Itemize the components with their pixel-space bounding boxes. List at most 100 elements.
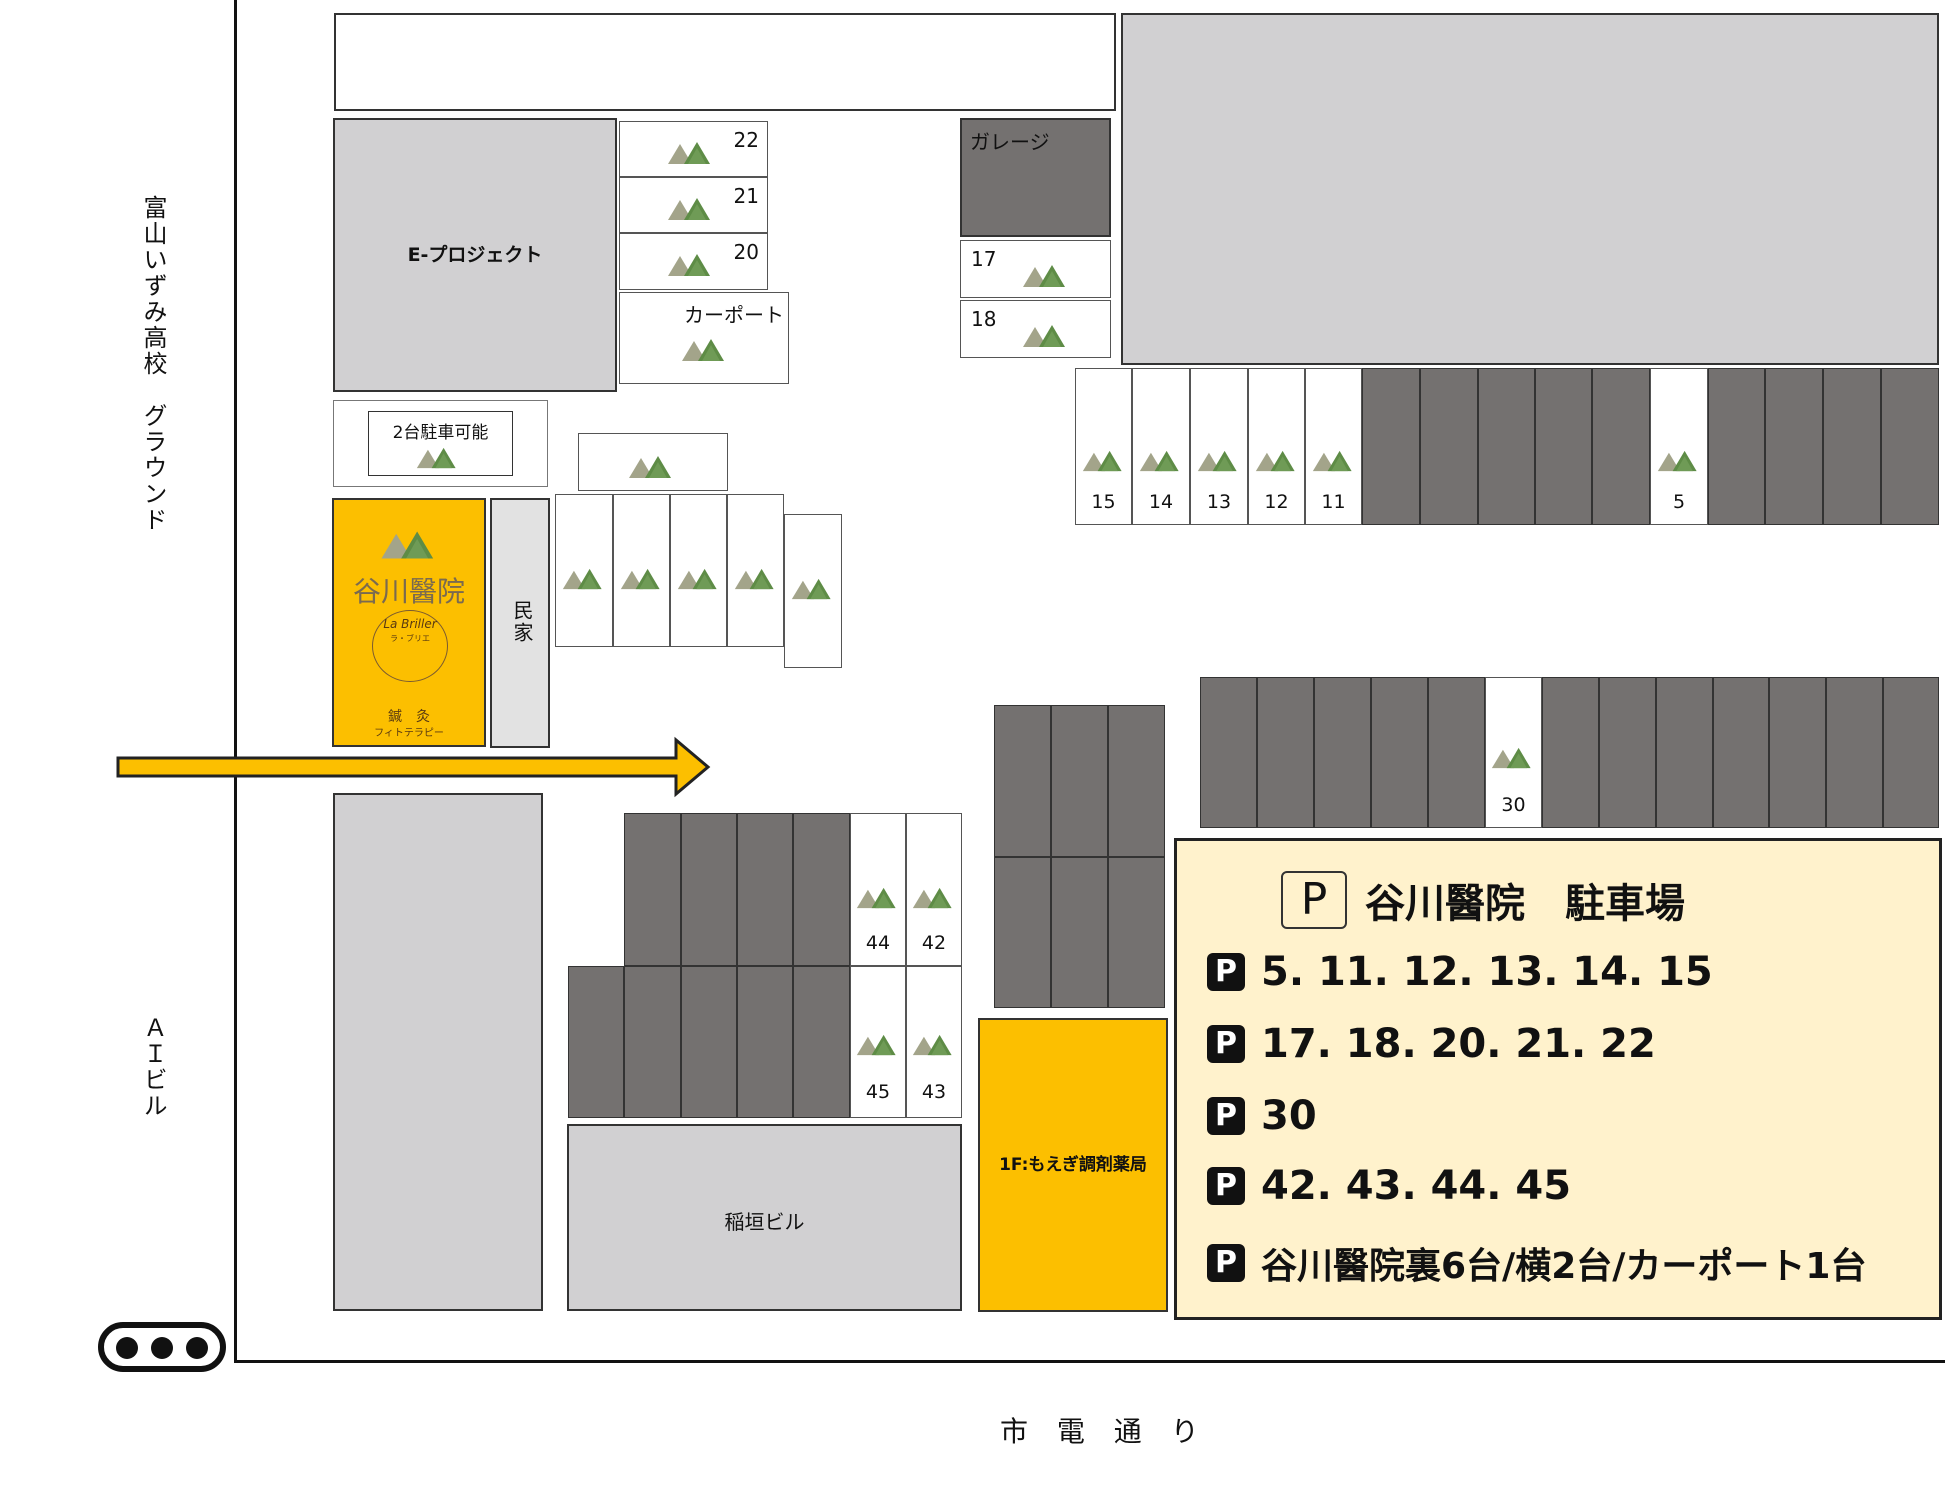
e-project-label: E-プロジェクト [407,244,543,266]
e-project-building: E-プロジェクト [333,118,617,392]
slot-number: 13 [1206,491,1232,513]
other-slot [624,813,681,966]
left-road-line [234,0,237,1363]
other-slot [1257,677,1314,828]
other-slot [1656,677,1713,828]
tanikawa-logo-icon [562,568,602,590]
parking-row-behind-clinic [555,494,842,668]
other-slot [1362,368,1420,525]
other-slot [1200,677,1257,828]
label-bottom-street: 市 電 通 り [1000,1415,1209,1448]
tanikawa-logo-icon [1023,325,1065,347]
tanikawa-logo-icon [1657,450,1697,472]
legend-row: P 30 [1207,1093,1317,1139]
parking-slot-14[interactable]: 14 [1132,368,1190,525]
parking-slot-13[interactable]: 13 [1190,368,1248,525]
clinic-name: 谷川醫院 [352,575,465,608]
other-slot [793,813,850,966]
slot-number: 21 [733,184,759,208]
other-slot [793,966,850,1118]
parking-p-icon: P [1207,1025,1245,1063]
other-slot [1051,705,1108,857]
tanikawa-logo-icon [1139,450,1179,472]
parking-slot-15[interactable]: 15 [1075,368,1132,525]
legend-title-row: P 谷川醫院 駐車場 [1281,871,1685,929]
carport-slot[interactable]: カーポート [619,292,789,384]
legend-row: P 42. 43. 44. 45 [1207,1163,1571,1209]
other-slot [994,705,1051,857]
legend-row-text: 5. 11. 12. 13. 14. 15 [1261,949,1713,995]
tanikawa-logo-icon [856,1034,896,1056]
slot-number: 14 [1148,491,1174,513]
parking-slot-side-horizontal[interactable] [578,433,728,491]
parking-slot-behind-clinic[interactable] [613,494,670,647]
parking-slot-18[interactable]: 18 [960,300,1111,358]
minka-house: 民家 [490,498,550,748]
garage-building: ガレージ [960,118,1111,237]
parking-slot-21[interactable]: 21 [619,177,768,233]
traffic-light-icon [98,1322,226,1372]
legend-row: P 谷川醫院裏6台/横2台/カーポート1台 [1207,1237,1866,1289]
other-slot [1542,677,1599,828]
parking-slot-20[interactable]: 20 [619,233,768,290]
parking-slot-17[interactable]: 17 [960,240,1111,298]
tanikawa-logo-icon [734,568,774,590]
tanikawa-logo-icon [1312,450,1352,472]
legend-row-text: 谷川醫院裏6台/横2台/カーポート1台 [1261,1246,1867,1287]
legend-row-text: 42. 43. 44. 45 [1261,1163,1572,1209]
parking-slot-45[interactable]: 45 [850,966,906,1118]
legend-title: 谷川醫院 駐車場 [1365,881,1685,927]
slot-number: 17 [971,247,997,271]
other-slot [1420,368,1478,525]
parking-slot-22[interactable]: 22 [619,121,768,177]
slot-number: 22 [733,128,759,152]
parking-slot-behind-clinic[interactable] [727,494,784,647]
two-car-area[interactable]: 2台駐車可能 [333,400,548,487]
clinic-sub-phyto: フィトテラピー [374,728,444,739]
inagaki-label: 稲垣ビル [724,1210,805,1234]
other-slot [1881,368,1939,525]
tanikawa-logo-icon [791,578,831,600]
parking-slot-12[interactable]: 12 [1248,368,1305,525]
clinic-emblem-kana: ラ・ブリエ [390,634,430,643]
tanikawa-logo-icon [416,447,456,469]
label-school-ground: 富山いずみ高校 グラウンド [139,195,167,533]
minka-label: 民家 [510,600,534,644]
tanikawa-logo-icon [856,887,896,909]
parking-slot-42[interactable]: 42 [906,813,962,966]
tanikawa-logo-icon [668,142,710,164]
other-slot [1535,368,1592,525]
tanikawa-logo-icon [381,531,434,559]
legend-row-text: 17. 18. 20. 21. 22 [1261,1021,1656,1067]
top-right-building [1121,13,1939,365]
parking-slot-5[interactable]: 5 [1650,368,1708,525]
parking-p-icon: P [1207,1244,1245,1282]
parking-slot-behind-clinic[interactable] [670,494,727,647]
slot-number: 43 [921,1081,947,1103]
parking-slot-11[interactable]: 11 [1305,368,1362,525]
slot-number: 42 [921,932,947,954]
parking-slot-30[interactable]: 30 [1485,677,1542,828]
parking-slot-behind-clinic[interactable] [555,494,613,647]
carport-label: カーポート [684,303,784,327]
slot-number: 44 [865,932,891,954]
parking-slot-behind-clinic[interactable] [784,514,842,668]
parking-row-right: 30 [1200,677,1939,828]
two-car-label: 2台駐車可能 [392,423,489,443]
other-slot [1314,677,1371,828]
tanikawa-logo-icon [682,339,724,361]
parking-row-top-right: 15 14 13 12 11 5 [1075,368,1939,525]
two-car-inner: 2台駐車可能 [368,411,513,476]
parking-p-icon: P [1207,953,1245,991]
garage-label: ガレージ [970,130,1050,154]
clinic-emblem-text: La Briller [383,617,437,631]
label-ai-building: ＡＩビル [139,1015,167,1119]
parking-slot-43[interactable]: 43 [906,966,962,1118]
other-slot [1428,677,1485,828]
slot-number: 11 [1321,491,1346,513]
other-slot [1769,677,1826,828]
entrance-arrow-icon [116,736,711,798]
parking-slot-44[interactable]: 44 [850,813,906,966]
other-slot [1592,368,1650,525]
tanikawa-logo-icon [912,887,952,909]
